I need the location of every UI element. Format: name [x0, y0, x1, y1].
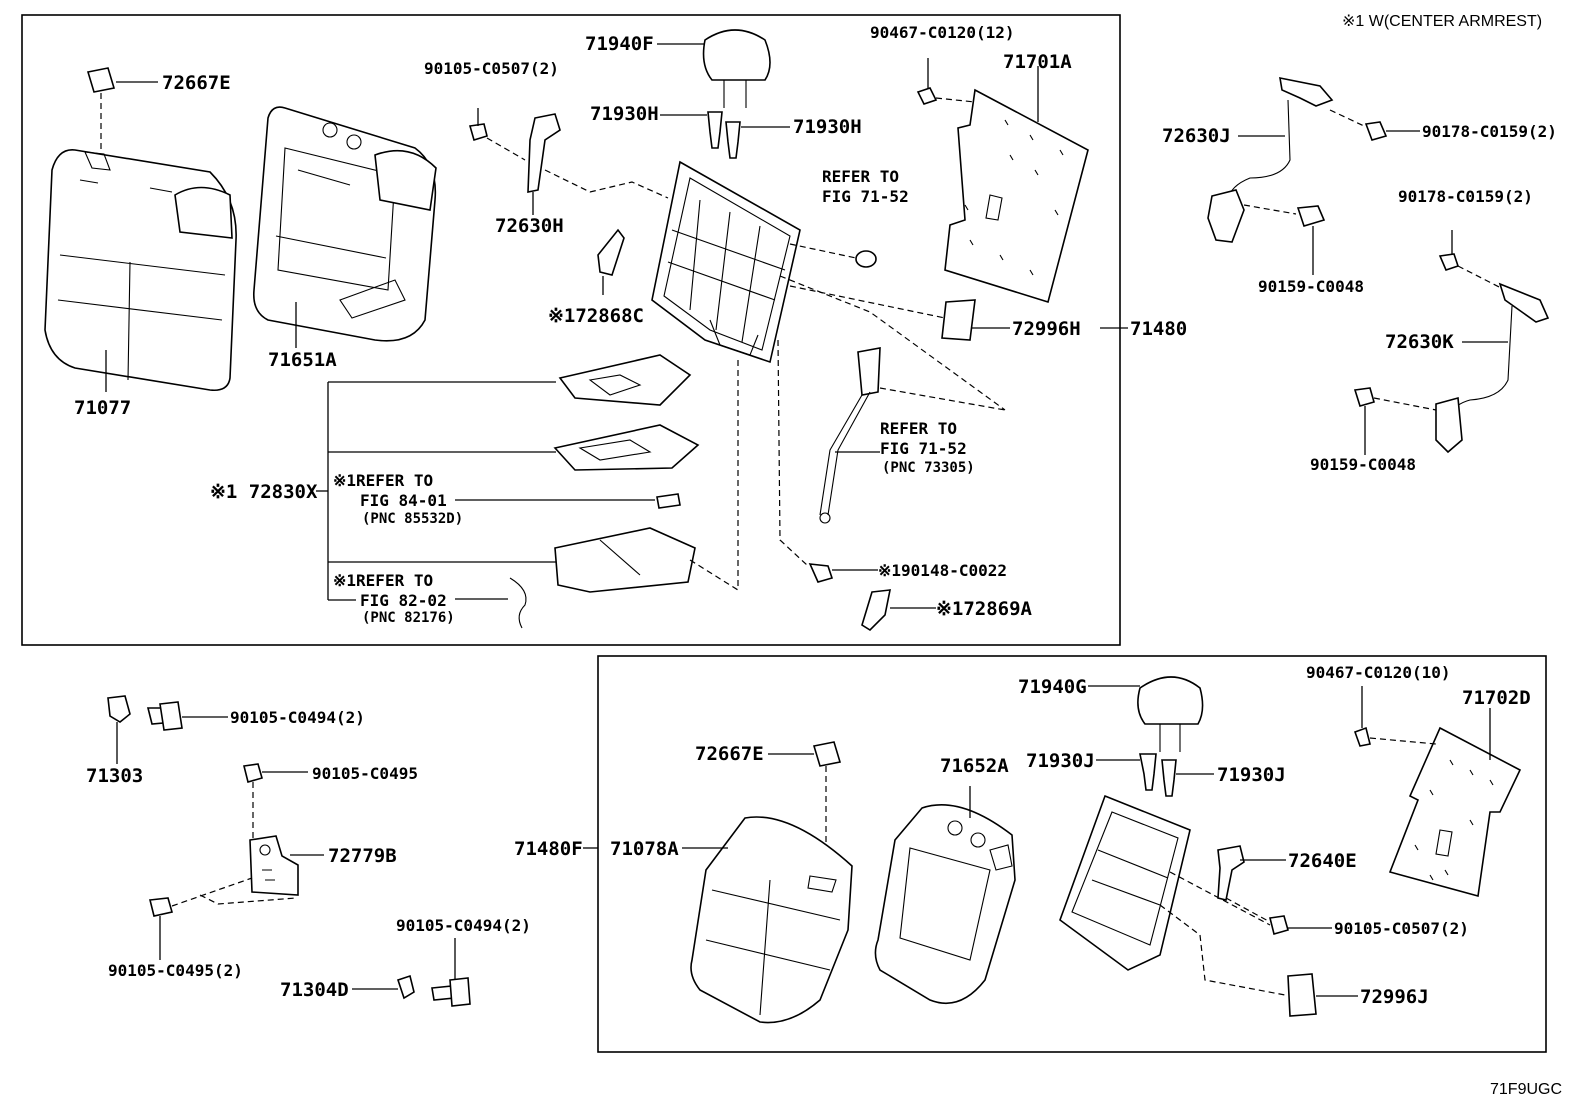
refer-3-figure-link[interactable]: FIG 84-01 — [360, 491, 447, 510]
part-label-71940F[interactable]: 71940F — [585, 33, 654, 55]
cover-71304D-drawing — [352, 938, 471, 1007]
figure-code: 71F9UGC — [1490, 1081, 1562, 1098]
seatback-pad-71651A-drawing — [252, 106, 437, 342]
knob-72996J-drawing — [1287, 973, 1358, 1017]
part-label-90105-C0507-lower[interactable]: 90105-C0507(2) — [1334, 919, 1469, 938]
seatback-cover-71078A-drawing — [682, 816, 853, 1024]
refer-2-pnc: (PNC 73305) — [882, 460, 975, 476]
part-label-71303[interactable]: 71303 — [86, 765, 143, 787]
part-label-90105-C0507[interactable]: 90105-C0507(2) — [424, 59, 559, 78]
part-label-72630J[interactable]: 72630J — [1162, 125, 1231, 147]
part-label-71930J-right[interactable]: 71930J — [1217, 764, 1286, 786]
board-71702D-drawing — [1353, 686, 1522, 898]
cable-72630K-drawing — [1353, 230, 1550, 455]
cable-72630J-drawing — [1207, 76, 1420, 275]
seatbelt-drawing — [819, 347, 1006, 524]
refer-4-pnc: (PNC 82176) — [362, 610, 455, 626]
part-label-71304D[interactable]: 71304D — [280, 979, 349, 1001]
screw-90105-C0507-drawing — [468, 108, 526, 161]
part-label-71078A[interactable]: 71078A — [610, 838, 679, 860]
part-label-71701A[interactable]: 71701A — [1003, 51, 1072, 73]
part-label-90159-C0048-b[interactable]: 90159-C0048 — [1310, 455, 1416, 474]
headrest-71940F-drawing — [657, 29, 771, 108]
clip-72667E-drawing — [86, 67, 116, 150]
headrest-71940G-drawing — [1088, 676, 1204, 752]
refer-4-figure-link[interactable]: FIG 82-02 — [360, 591, 447, 610]
knob-72996H-drawing — [779, 275, 1010, 411]
part-label-90467-C0120-10[interactable]: 90467-C0120(10) — [1306, 663, 1451, 682]
seatback-pad-71652A-drawing — [874, 786, 1016, 1004]
part-label-90159-C0048-a[interactable]: 90159-C0048 — [1258, 277, 1364, 296]
armrest-parts-drawing — [316, 354, 739, 629]
part-label-71930J-left[interactable]: 71930J — [1026, 750, 1095, 772]
part-label-71702D[interactable]: 71702D — [1462, 687, 1531, 709]
part-label-90467-C0120-12[interactable]: 90467-C0120(12) — [870, 23, 1015, 42]
bracket-72640E-drawing — [1217, 845, 1332, 935]
part-label-90105-C0495-2[interactable]: 90105-C0495(2) — [108, 961, 243, 980]
refer-3-line-1: ※1REFER TO — [333, 471, 433, 490]
part-label-71652A[interactable]: 71652A — [940, 755, 1009, 777]
part-label-71651A[interactable]: 71651A — [268, 349, 337, 371]
hinge-71303-drawing — [107, 695, 228, 764]
seatback-cover-71077-drawing — [44, 149, 237, 392]
part-label-71930H-left[interactable]: 71930H — [590, 103, 659, 125]
center-armrest-note: ※1 W(CENTER ARMREST) — [1342, 13, 1542, 30]
part-label-90105-C0495[interactable]: 90105-C0495 — [312, 764, 418, 783]
bracket-72630H-drawing — [527, 113, 669, 215]
part-label-72996H[interactable]: 72996H — [1012, 318, 1081, 340]
part-label-90105-C0494-b[interactable]: 90105-C0494(2) — [396, 916, 531, 935]
part-label-90105-C0494-a[interactable]: 90105-C0494(2) — [230, 708, 365, 727]
part-label-72667E-lower[interactable]: 72667E — [695, 743, 764, 765]
refer-1-figure-link[interactable]: FIG 71-52 — [822, 187, 909, 206]
part-label-72630K[interactable]: 72630K — [1385, 331, 1454, 353]
guides-71930H-drawing — [660, 111, 790, 159]
lower-assembly-frame — [597, 655, 1547, 1053]
part-label-90178-C0159-a[interactable]: 90178-C0159(2) — [1422, 122, 1557, 141]
part-label-72779B[interactable]: 72779B — [328, 845, 397, 867]
part-label-90148-C0022[interactable]: ※190148-C0022 — [878, 561, 1007, 580]
refer-4-line-1: ※1REFER TO — [333, 571, 433, 590]
part-label-72830X[interactable]: ※1 72830X — [210, 481, 318, 503]
part-label-90178-C0159-b[interactable]: 90178-C0159(2) — [1398, 187, 1533, 206]
refer-3-pnc: (PNC 85532D) — [362, 511, 463, 527]
part-label-72868C[interactable]: ※172868C — [548, 305, 644, 327]
part-label-72869A[interactable]: ※172869A — [936, 598, 1033, 620]
refer-1-line-1: REFER TO — [822, 167, 899, 186]
board-71701A-drawing — [916, 58, 1089, 304]
assembly-label-71480[interactable]: 71480 — [1130, 318, 1187, 340]
refer-2-figure-link[interactable]: FIG 71-52 — [880, 439, 967, 458]
part-label-71940G[interactable]: 71940G — [1018, 676, 1087, 698]
part-label-71077[interactable]: 71077 — [74, 397, 131, 419]
part-label-72667E[interactable]: 72667E — [162, 72, 231, 94]
part-label-72996J[interactable]: 72996J — [1360, 986, 1429, 1008]
refer-2-line-1: REFER TO — [880, 419, 957, 438]
assembly-label-71480F[interactable]: 71480F — [514, 838, 583, 860]
part-label-71930H-right[interactable]: 71930H — [793, 116, 862, 138]
seatback-frame-drawing — [651, 160, 801, 364]
screw-90148-C0022-drawing — [777, 339, 878, 583]
clip-72667E-lower-drawing — [768, 741, 842, 858]
bracket-72779B-drawing — [149, 763, 324, 960]
grommet-drawing — [789, 243, 877, 268]
upper-assembly-frame — [21, 14, 1121, 646]
part-label-72640E[interactable]: 72640E — [1288, 850, 1357, 872]
seat-frame-lower-drawing — [1059, 794, 1286, 996]
cover-72869A-drawing — [861, 589, 936, 632]
guides-71930J-drawing — [1096, 753, 1214, 797]
part-label-72630H[interactable]: 72630H — [495, 215, 564, 237]
cover-72868C-drawing — [597, 228, 625, 295]
